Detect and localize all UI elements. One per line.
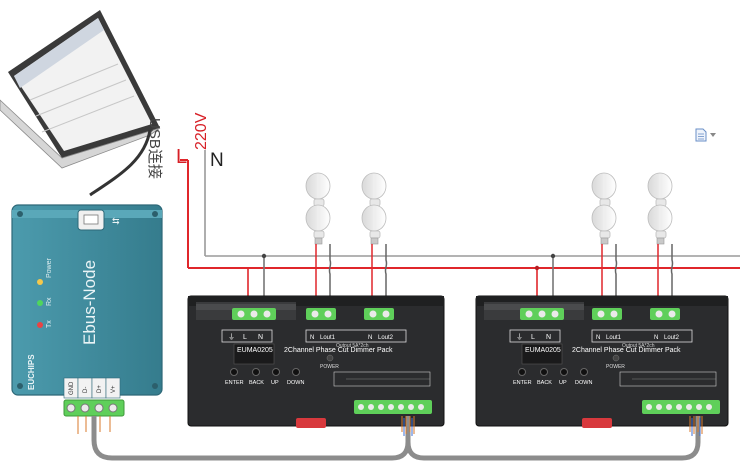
back-label: BACK <box>249 380 264 386</box>
rx-led <box>37 300 43 306</box>
dimmer-title: 2Channel Phase Cut Dimmer Pack <box>572 347 681 354</box>
laptop <box>0 10 161 169</box>
input-n-label: N <box>546 334 551 341</box>
back-label: BACK <box>537 380 552 386</box>
power-led <box>37 279 43 285</box>
dimmer-title: 2Channel Phase Cut Dimmer Pack <box>284 347 393 354</box>
out2-lout-label: Lout2 <box>378 335 394 341</box>
out1-lout-label: Lout1 <box>320 335 336 341</box>
down-label: DOWN <box>287 380 304 386</box>
down-button[interactable] <box>292 368 300 376</box>
neutral-label: N <box>210 150 224 171</box>
rx-led-label: Rx <box>46 297 53 306</box>
display-window <box>233 343 275 365</box>
bulb-icon <box>305 204 331 245</box>
usb-symbol-icon: ⇆ <box>112 216 120 226</box>
din-clip <box>582 418 612 428</box>
out2-n-label: N <box>368 335 372 341</box>
input-n-label: N <box>258 334 263 341</box>
down-label: DOWN <box>575 380 592 386</box>
out2-lout-label: Lout2 <box>664 335 680 341</box>
input-ground-label: ⏚ <box>516 333 523 341</box>
document-toolbar[interactable] <box>695 126 717 144</box>
back-button[interactable] <box>252 368 260 376</box>
bulb-icon <box>647 204 673 245</box>
bulb-icon <box>591 204 617 245</box>
tx-led-label: Tx <box>46 320 53 328</box>
ebus-node-name: Ebus-Node <box>80 260 99 345</box>
enter-label: ENTER <box>513 380 532 386</box>
live-label: L <box>176 146 187 168</box>
terminal-gnd-label: GND <box>69 381 75 395</box>
back-button[interactable] <box>540 368 548 376</box>
model-label: EUMA0205 <box>237 347 273 354</box>
up-label: UP <box>559 380 567 386</box>
model-label: EUMA0205 <box>525 347 561 354</box>
output-rating: Output 5A*2ch <box>336 343 369 349</box>
power-label: POWER <box>606 364 625 370</box>
voltage-label: 220V <box>193 112 210 150</box>
bulbs <box>305 172 673 245</box>
chevron-down-icon <box>710 133 716 137</box>
out1-n-label: N <box>310 335 314 341</box>
power-indicator <box>326 354 334 362</box>
input-l-label: L <box>531 334 535 341</box>
usb-cable <box>89 129 152 197</box>
ebus-terminal-labels: GND D- D+ V+ <box>63 377 121 399</box>
dimmer-pack-1: ⏚ L N N Lout1 N Lout2 Output 5A*2ch EUMA… <box>187 295 445 428</box>
euchips-logo: EUCHIPS <box>27 354 36 390</box>
ebus-node: ⇆ Power Rx Tx Ebus-Node EUCHIPS GND D- D… <box>11 204 163 417</box>
power-label: POWER <box>320 364 339 370</box>
terminal-dplus-label: D+ <box>97 385 103 393</box>
power-indicator <box>612 354 620 362</box>
power-led-label: Power <box>46 257 53 278</box>
din-clip <box>296 418 326 428</box>
out1-n-label: N <box>596 335 600 341</box>
up-button[interactable] <box>560 368 568 376</box>
out1-lout-label: Lout1 <box>606 335 622 341</box>
document-icon <box>695 128 707 142</box>
enter-label: ENTER <box>225 380 244 386</box>
terminal-dminus-label: D- <box>83 387 89 393</box>
bus-cables <box>77 416 703 461</box>
dimmer-pack-2: ⏚ L N N Lout1 N Lout2 Output 5A*2ch EUMA… <box>475 295 729 428</box>
usb-label: USB连接 <box>146 118 163 179</box>
output-rating: Output 5A*2ch <box>622 343 655 349</box>
up-button[interactable] <box>272 368 280 376</box>
bulb-icon <box>361 204 387 245</box>
input-ground-label: ⏚ <box>228 333 235 341</box>
input-l-label: L <box>243 334 247 341</box>
tx-led <box>37 322 43 328</box>
display-window <box>521 343 563 365</box>
up-label: UP <box>271 380 279 386</box>
enter-button[interactable] <box>230 368 238 376</box>
enter-button[interactable] <box>518 368 526 376</box>
down-button[interactable] <box>580 368 588 376</box>
terminal-vplus-label: V+ <box>111 385 117 393</box>
mains-wiring: L 220V N <box>176 112 740 312</box>
out2-n-label: N <box>654 335 658 341</box>
